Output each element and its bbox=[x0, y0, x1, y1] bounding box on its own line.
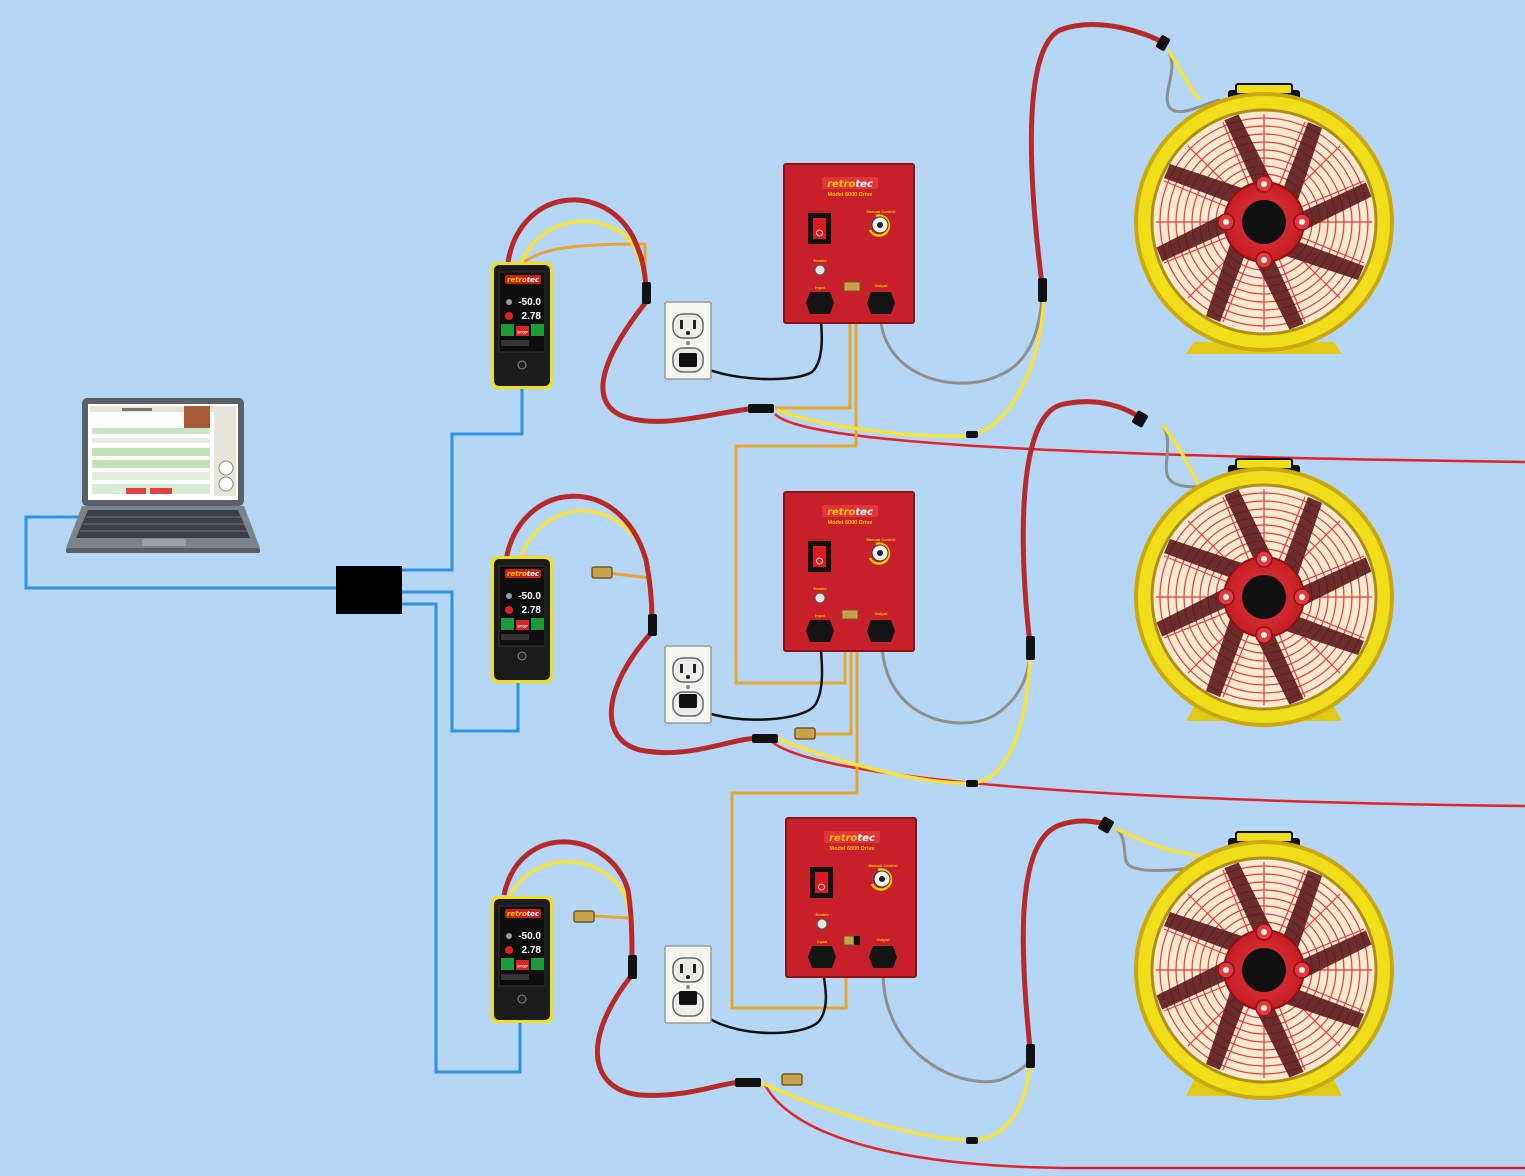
gauge-power-button[interactable] bbox=[517, 994, 527, 1004]
drive-manual-label: Manual Control bbox=[866, 209, 895, 214]
drive-enable-label: Enable bbox=[813, 586, 827, 591]
outlet-1 bbox=[664, 301, 712, 380]
tube-couplers bbox=[628, 35, 1171, 1144]
gauge-reading-flow: 2.78 bbox=[522, 311, 542, 322]
gauge-1[interactable]: retrotec -50.0 2.78 STOP bbox=[491, 262, 553, 389]
gauge-down-button[interactable] bbox=[501, 958, 514, 970]
laptop-to-hub-cable bbox=[24, 515, 338, 590]
drive-1[interactable]: retrotec Model 6000 Drive Manual Control… bbox=[783, 163, 915, 324]
gauge-stop-label: STOP bbox=[517, 964, 528, 969]
fan-2[interactable] bbox=[1134, 458, 1394, 727]
gauge-2[interactable]: retrotec -50.0 2.78 STOP bbox=[491, 556, 553, 683]
drive-input-port[interactable] bbox=[808, 946, 836, 968]
gauge-stop-button[interactable] bbox=[516, 960, 529, 970]
drive-input-label: Input bbox=[815, 285, 825, 290]
drive-enable-jack[interactable] bbox=[816, 918, 828, 930]
drive-model-label: Model 6000 Drive bbox=[828, 520, 873, 526]
drive-pressure-taps[interactable] bbox=[841, 609, 859, 620]
fan-speed-drive-icon bbox=[783, 163, 915, 324]
fan-speed-drive-icon bbox=[785, 817, 917, 978]
drive-pressure-taps[interactable] bbox=[843, 935, 855, 946]
fan-1[interactable] bbox=[1134, 83, 1394, 354]
drive-brand: retrotec bbox=[829, 833, 875, 844]
brass-fittings bbox=[573, 566, 816, 1086]
drive-enable-jack[interactable] bbox=[814, 592, 826, 604]
power-cords bbox=[686, 309, 828, 1035]
drive-output-port[interactable] bbox=[867, 292, 895, 314]
drive-output-label: Output bbox=[874, 611, 888, 616]
gauge-power-button[interactable] bbox=[517, 651, 527, 661]
gauge-brand: retrotec bbox=[507, 570, 540, 578]
gauge-up-button[interactable] bbox=[531, 618, 544, 630]
drive-model-label: Model 6000 Drive bbox=[828, 192, 873, 198]
gauge-reading-pressure: -50.0 bbox=[518, 297, 541, 308]
drive-output-label: Output bbox=[876, 937, 890, 942]
red-pressure-tubes bbox=[501, 22, 1164, 1098]
drive-2[interactable]: retrotec Model 6000 Drive Manual Control… bbox=[783, 491, 915, 652]
hub-to-gauge-2-cable bbox=[400, 590, 520, 733]
drive-enable-jack[interactable] bbox=[814, 264, 826, 276]
gauge-reading-pressure: -50.0 bbox=[518, 931, 541, 942]
drive-pressure-taps[interactable] bbox=[843, 281, 861, 292]
drive-model-label: Model 6000 Drive bbox=[830, 846, 875, 852]
fan-3[interactable] bbox=[1134, 831, 1394, 1100]
outlet-3 bbox=[664, 945, 712, 1024]
blower-fan-icon bbox=[1134, 831, 1394, 1100]
fan-speed-drive-icon bbox=[783, 491, 915, 652]
gauge-3[interactable]: retrotec -50.0 2.78 STOP bbox=[491, 896, 553, 1023]
drive-enable-label: Enable bbox=[813, 258, 827, 263]
gauge-up-button[interactable] bbox=[531, 324, 544, 336]
laptop[interactable] bbox=[66, 398, 260, 553]
gauge-power-button[interactable] bbox=[517, 360, 527, 370]
drive-output-port[interactable] bbox=[867, 620, 895, 642]
gauge-stop-button[interactable] bbox=[516, 620, 529, 630]
drive-input-port[interactable] bbox=[806, 292, 834, 314]
drive-input-label: Input bbox=[817, 939, 827, 944]
gauge-reading-flow: 2.78 bbox=[522, 945, 542, 956]
blower-fan-icon bbox=[1134, 458, 1394, 727]
drive-3[interactable]: retrotec Model 6000 Drive Manual Control… bbox=[785, 817, 917, 978]
drive-output-label: Output bbox=[874, 283, 888, 288]
gauge-down-button[interactable] bbox=[501, 618, 514, 630]
hub-to-gauge-3-cable bbox=[400, 602, 522, 1074]
data-cables bbox=[24, 388, 524, 1074]
gauge-brand: retrotec bbox=[507, 276, 540, 284]
gauge-reading-flow: 2.78 bbox=[522, 605, 542, 616]
drive-input-port[interactable] bbox=[806, 620, 834, 642]
gauge-down-button[interactable] bbox=[501, 324, 514, 336]
gauge-stop-button[interactable] bbox=[516, 326, 529, 336]
outlet-2 bbox=[664, 645, 712, 724]
hub-to-gauge-1-cable bbox=[400, 388, 524, 572]
gauge-stop-label: STOP bbox=[517, 624, 528, 629]
gauge-stop-label: STOP bbox=[517, 330, 528, 335]
drive-manual-label: Manual Control bbox=[868, 863, 897, 868]
gauge-reading-pressure: -50.0 bbox=[518, 591, 541, 602]
drive-output-port[interactable] bbox=[869, 946, 897, 968]
drive-manual-label: Manual Control bbox=[866, 537, 895, 542]
reference-tubes bbox=[519, 242, 859, 1010]
gauge-brand: retrotec bbox=[507, 910, 540, 918]
drive-brand: retrotec bbox=[827, 179, 873, 190]
laptop-icon bbox=[66, 398, 260, 553]
power-outlet-icon bbox=[664, 645, 712, 724]
drive-enable-label: Enable bbox=[815, 912, 829, 917]
gauge-up-button[interactable] bbox=[531, 958, 544, 970]
drive-input-label: Input bbox=[815, 613, 825, 618]
power-outlet-icon bbox=[664, 945, 712, 1024]
blower-fan-icon bbox=[1134, 83, 1394, 354]
usb-hub-icon bbox=[336, 566, 402, 614]
power-outlet-icon bbox=[664, 301, 712, 380]
usb-hub[interactable] bbox=[336, 566, 402, 614]
drive-brand: retrotec bbox=[827, 507, 873, 518]
